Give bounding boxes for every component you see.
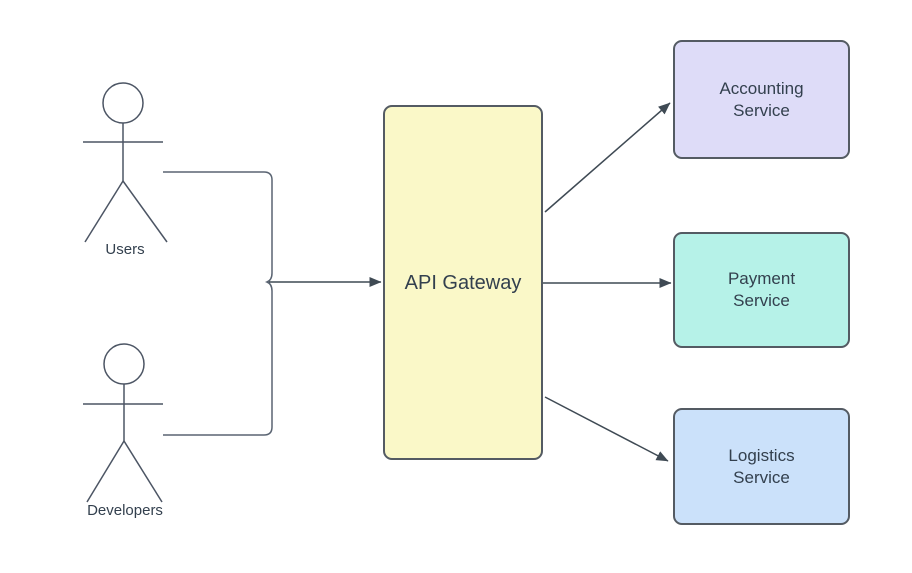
- node-api-gateway[interactable]: API Gateway: [383, 105, 543, 460]
- node-logistics-service-label: Logistics Service: [728, 445, 795, 487]
- connector-actors-bracket[interactable]: [163, 171, 273, 436]
- actor-developers-leg-left: [86, 440, 125, 503]
- node-accounting-service[interactable]: Accounting Service: [673, 40, 850, 159]
- actor-users-label: Users: [105, 241, 145, 258]
- node-accounting-service-label: Accounting Service: [719, 78, 804, 120]
- node-payment-service-label: Payment Service: [727, 269, 796, 310]
- actor-developers-figure[interactable]: [83, 343, 163, 503]
- actor-developers-leg-right: [123, 440, 163, 503]
- edge-gateway-to-accounting[interactable]: [544, 102, 671, 213]
- actor-users-figure[interactable]: [83, 82, 168, 243]
- edge-gateway-to-logistics[interactable]: [544, 396, 669, 462]
- node-api-gateway-label: API Gateway: [404, 271, 522, 294]
- actor-developers-label: Developers: [87, 502, 163, 519]
- actor-users-leg-right: [122, 180, 168, 243]
- node-payment-service[interactable]: Payment Service: [673, 232, 850, 348]
- actor-users-leg-left: [84, 180, 124, 243]
- node-logistics-service[interactable]: Logistics Service: [673, 408, 850, 525]
- actor-users-head: [102, 82, 144, 124]
- actor-developers-head: [103, 343, 145, 385]
